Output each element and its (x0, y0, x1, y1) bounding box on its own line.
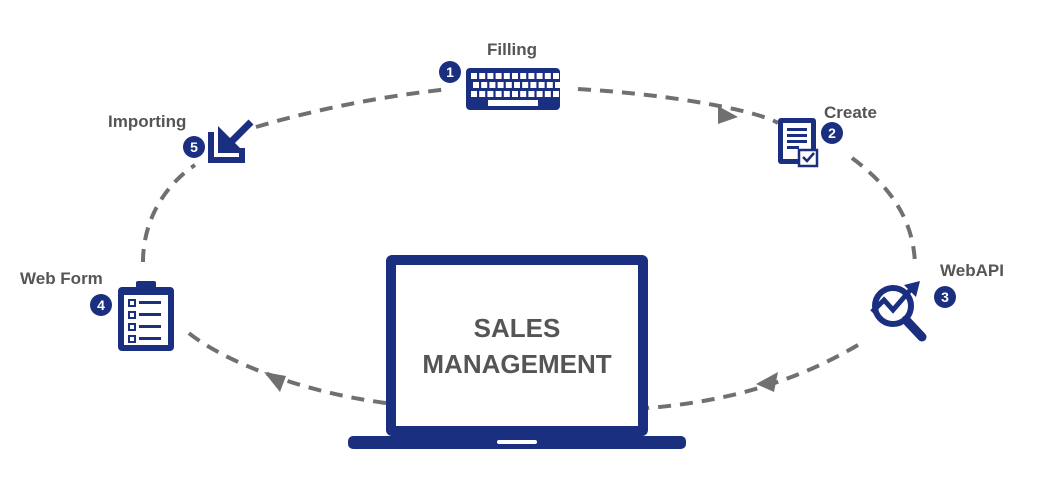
connector-lines (141, 87, 917, 410)
keyboard-spacebar (488, 100, 538, 106)
keyboard-key (479, 91, 486, 97)
keyboard-key (512, 73, 518, 79)
keyboard-key (555, 82, 561, 88)
keyboard-key (512, 91, 518, 97)
connector-arrows (264, 106, 778, 392)
keyboard-key (489, 82, 496, 88)
arrowhead-to-webform (264, 372, 286, 392)
keyboard-key (471, 91, 477, 97)
center-title-line2: MANAGEMENT (422, 349, 612, 379)
connector-laptop-webform (183, 328, 387, 405)
connector-webapi-laptop (647, 343, 860, 410)
keyboard-key (553, 91, 559, 97)
step-badge-1: 1 (439, 61, 461, 83)
keyboard-key (522, 82, 529, 88)
keyboard-key (481, 82, 488, 88)
step-badge-5: 5 (183, 136, 205, 158)
clipboard-checklist-icon (118, 281, 174, 351)
step-label-filling: Filling (487, 40, 538, 59)
keyboard-key (495, 73, 502, 79)
keyboard-key (479, 73, 486, 79)
step-label-importing: Importing (108, 112, 187, 131)
step-badge-4: 4 (90, 294, 112, 316)
keyboard-key (544, 73, 551, 79)
keyboard-key (503, 91, 510, 97)
keyboard-key (520, 73, 527, 79)
keyboard-key (528, 73, 535, 79)
keyboard-key (528, 91, 535, 97)
analytics-magnifier-icon (870, 281, 927, 342)
center-title: SALES MANAGEMENT (396, 310, 638, 382)
connector-create-webapi (850, 156, 917, 269)
keyboard-key (520, 91, 527, 97)
keyboard-key (473, 82, 479, 88)
keyboard-icon (466, 68, 561, 110)
laptop-icon (348, 255, 686, 449)
keyboard-key (544, 91, 551, 97)
keyboard-key (503, 73, 510, 79)
keyboard-key (536, 73, 543, 79)
step-label-webapi: WebAPI (940, 261, 1004, 280)
keyboard-key (553, 73, 559, 79)
import-arrow-icon (208, 119, 254, 163)
keyboard-key (471, 73, 477, 79)
connector-filling-create (577, 87, 780, 125)
step-badge-3: 3 (934, 286, 956, 308)
keyboard-key (505, 82, 512, 88)
keyboard-key (536, 91, 543, 97)
document-check-icon (778, 118, 819, 168)
connector-importing-filling (255, 87, 451, 129)
step-badge-2: 2 (821, 122, 843, 144)
keyboard-key (546, 82, 553, 88)
keyboard-key (495, 91, 502, 97)
step-label-web-form: Web Form (20, 269, 103, 288)
keyboard-key (497, 82, 504, 88)
keyboard-key (530, 82, 537, 88)
connector-webform-importing (141, 163, 197, 263)
arrowhead-to-create (718, 106, 738, 124)
keyboard-key (487, 91, 494, 97)
step-label-create: Create (824, 103, 877, 122)
keyboard-key (538, 82, 545, 88)
keyboard-key (514, 82, 520, 88)
keyboard-key (487, 73, 494, 79)
center-title-line1: SALES (473, 313, 561, 343)
arrowhead-to-laptop (756, 372, 778, 392)
